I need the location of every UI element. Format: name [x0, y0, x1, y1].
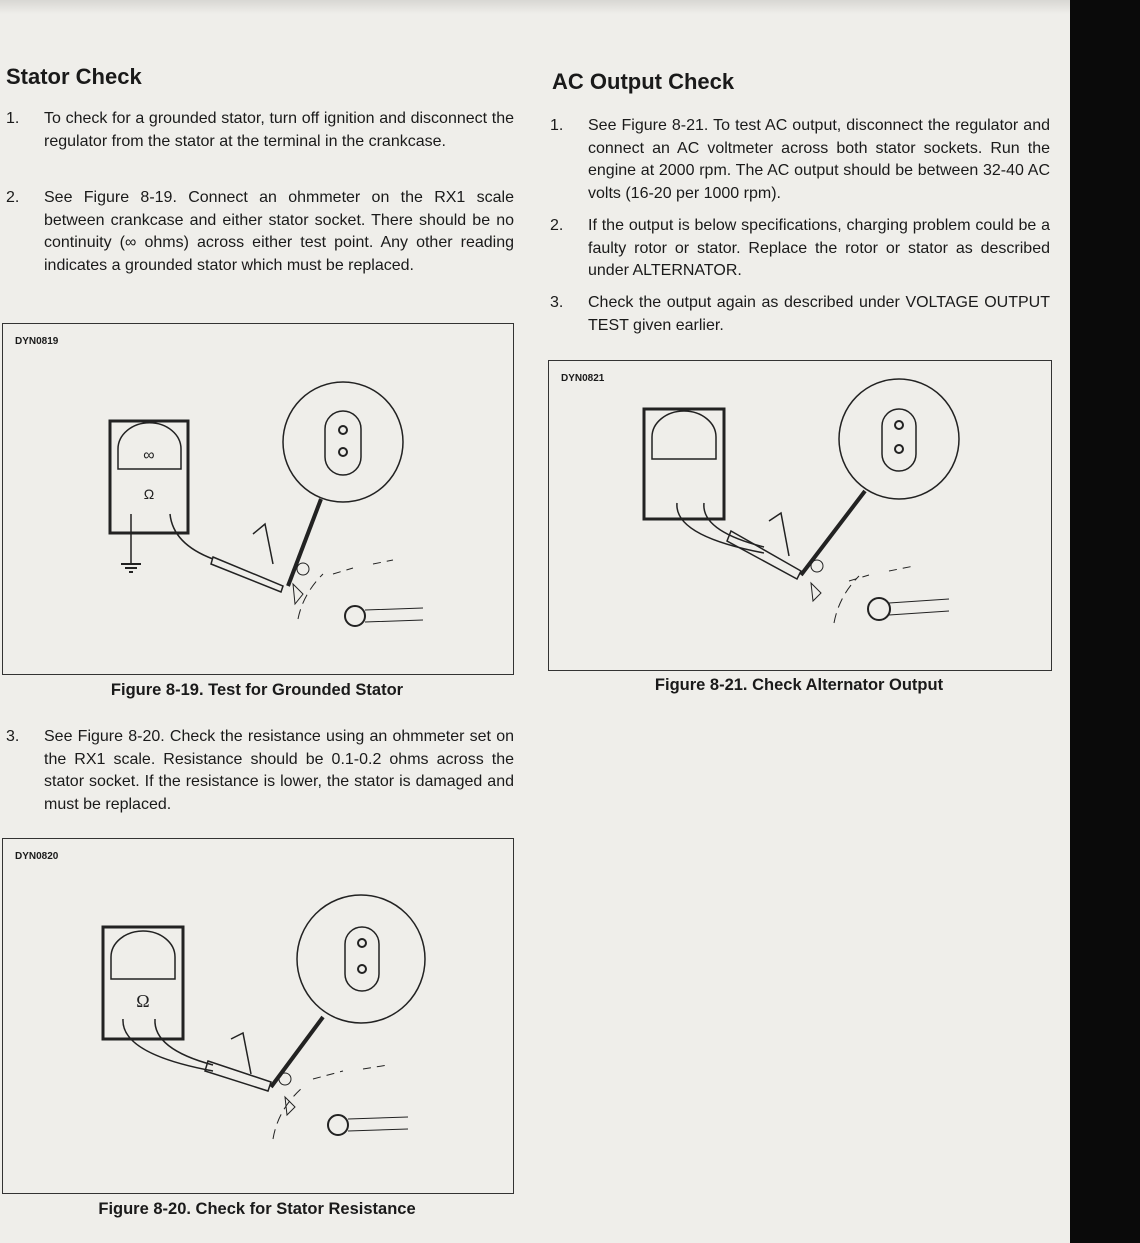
- item-text: See Figure 8-20. Check the resistance us…: [44, 728, 514, 813]
- item-text: See Figure 8-21. To test AC output, disc…: [588, 117, 1050, 202]
- item-number: 1.: [550, 117, 564, 134]
- scan-edge: [1070, 0, 1140, 1243]
- item-number: 1.: [6, 110, 20, 127]
- figure-8-20: DYN0820 Ω: [2, 838, 514, 1194]
- ohmmeter-resistance-diagram: Ω: [101, 894, 426, 1140]
- section-title-stator-check: Stator Check: [6, 64, 142, 89]
- ohmmeter-ground-diagram: ∞ Ω: [108, 381, 424, 627]
- section-title-ac-output-check: AC Output Check: [552, 69, 735, 94]
- item-text: To check for a grounded stator, turn off…: [44, 110, 514, 150]
- figure-code: DYN0821: [561, 373, 605, 384]
- ac-voltmeter-diagram: [642, 378, 960, 624]
- figure-8-21: DYN0821: [548, 360, 1052, 671]
- ohm-symbol: Ω: [136, 991, 149, 1011]
- figure-code: DYN0819: [15, 336, 59, 347]
- item-text: Check the output again as described unde…: [588, 294, 1050, 334]
- infinity-symbol: ∞: [143, 447, 154, 464]
- figure-code: DYN0820: [15, 851, 59, 862]
- list-item: 2. See Figure 8-19. Connect an ohmmeter …: [6, 187, 514, 277]
- item-text: See Figure 8-19. Connect an ohmmeter on …: [44, 189, 514, 274]
- list-item: 2. If the output is below specifications…: [550, 215, 1050, 283]
- list-item: 1. To check for a grounded stator, turn …: [6, 108, 514, 153]
- ohm-symbol: Ω: [144, 486, 154, 502]
- item-number: 3.: [6, 728, 20, 745]
- figure-caption: Figure 8-19. Test for Grounded Stator: [110, 681, 404, 699]
- figure-caption: Figure 8-21. Check Alternator Output: [654, 676, 944, 694]
- item-number: 3.: [550, 294, 564, 311]
- item-number: 2.: [6, 189, 20, 206]
- item-number: 2.: [550, 217, 564, 234]
- item-text: If the output is below specifications, c…: [588, 217, 1050, 279]
- list-item: 3. Check the output again as described u…: [550, 292, 1050, 337]
- figure-8-19: DYN0819 ∞ Ω: [2, 323, 514, 675]
- list-item: 3. See Figure 8-20. Check the resistance…: [6, 726, 514, 816]
- scan-shadow: [0, 0, 1070, 14]
- list-item: 1. See Figure 8-21. To test AC output, d…: [550, 115, 1050, 205]
- figure-caption: Figure 8-20. Check for Stator Resistance: [98, 1200, 416, 1218]
